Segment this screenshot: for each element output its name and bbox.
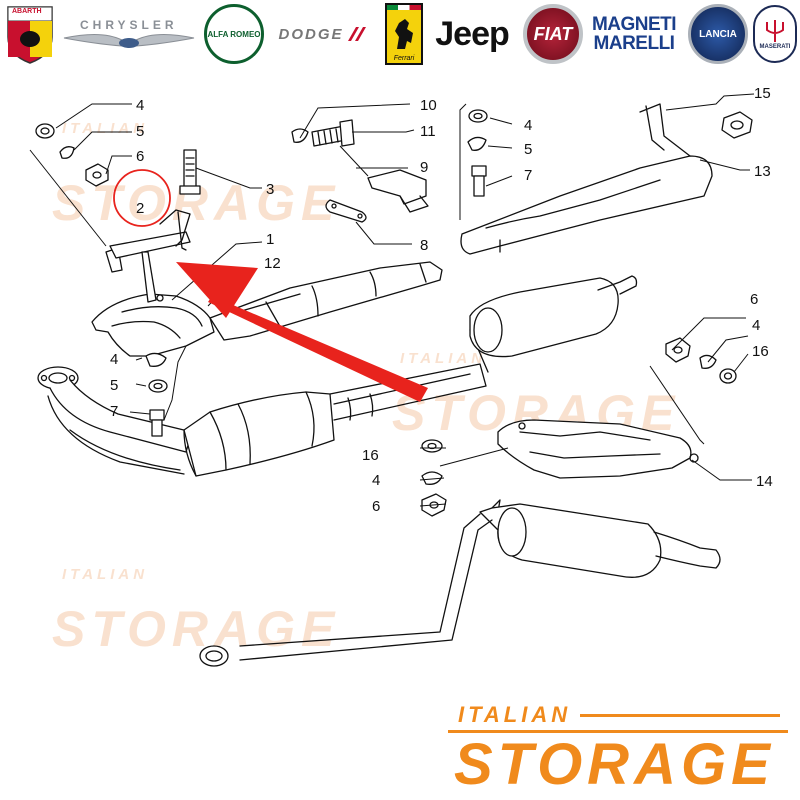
stud-bolt-part (179, 149, 201, 195)
alfa-romeo-badge: ALFA ROMEO (204, 4, 264, 64)
magneti-marelli-logo: MAGNETI MARELLI (588, 2, 680, 66)
callout-4-c: 4 (752, 317, 760, 334)
callout-9: 9 (420, 159, 428, 176)
dodge-stripes-icon (347, 27, 366, 41)
maserati-badge: MASERATI (753, 5, 797, 63)
callout-16-a: 16 (752, 343, 769, 360)
callout-6-c: 6 (372, 498, 380, 515)
fiat-text: FIAT (533, 23, 573, 44)
lancia-badge: LANCIA (688, 4, 748, 64)
italian-storage-logo: ITALIAN STORAGE (448, 700, 788, 796)
ferrari-text: Ferrari (393, 55, 415, 62)
callout-3: 3 (266, 181, 274, 198)
logo-italian-text: ITALIAN (458, 702, 572, 727)
callout-10: 10 (420, 97, 437, 114)
callout-14: 14 (756, 473, 773, 490)
logo-storage-text: STORAGE (454, 732, 775, 797)
fiat-logo: FIAT (522, 2, 584, 66)
callout-4-d: 4 (110, 351, 118, 368)
center-pipe-part (333, 329, 489, 421)
clamp-plate-part (325, 199, 367, 223)
highlight-circle (113, 169, 171, 227)
chrysler-wings-icon (63, 34, 195, 48)
alfa-romeo-logo: ALFA ROMEO (202, 2, 266, 66)
callout-6-b: 6 (750, 291, 758, 308)
brand-logo-bar: ABARTH CHRYSLER ALFA ROMEO DODGE Ferrari… (0, 0, 800, 72)
highlight-arrow (176, 262, 428, 402)
callout-16-b: 16 (362, 447, 379, 464)
abarth-text: ABARTH (12, 8, 42, 15)
ferrari-logo: Ferrari (384, 2, 424, 66)
callout-4-b: 4 (524, 117, 532, 134)
callout-8: 8 (420, 237, 428, 254)
mounting-bracket-part (105, 209, 191, 303)
hex-bolt-part (311, 119, 355, 147)
support-bracket-part (367, 169, 429, 213)
chrysler-logo: CHRYSLER (62, 2, 196, 66)
logo-mid-line (448, 730, 788, 733)
lancia-text: LANCIA (699, 28, 737, 40)
maserati-logo: MASERATI (752, 2, 798, 66)
dodge-text: DODGE (278, 25, 344, 43)
callout-4-a: 4 (136, 97, 144, 114)
magneti-text: MAGNETI (591, 14, 677, 35)
callout-5-b: 5 (524, 141, 532, 158)
center-muffler-part (469, 275, 638, 358)
highlight-callout (113, 169, 428, 402)
callout-2: 2 (136, 200, 144, 217)
callout-1: 1 (266, 231, 274, 248)
ferrari-flag-stripe (387, 5, 421, 10)
maserati-text: MASERATI (759, 44, 791, 50)
logo-top-line (580, 714, 780, 717)
prancing-horse-icon (395, 19, 413, 49)
dodge-logo: DODGE (270, 2, 374, 66)
trident-icon (766, 20, 784, 42)
callout-5-c: 5 (110, 377, 118, 394)
callout-6-a: 6 (136, 148, 144, 165)
callout-11: 11 (420, 123, 436, 140)
leader-lines (29, 93, 755, 507)
alfa-romeo-text: ALFA ROMEO (207, 29, 261, 39)
callout-5-a: 5 (136, 123, 144, 140)
upper-heat-shield-part (460, 103, 713, 255)
rear-heat-shield-part (497, 419, 699, 479)
lancia-logo: LANCIA (686, 2, 750, 66)
callout-4-e: 4 (372, 472, 380, 489)
callout-15: 15 (754, 85, 771, 102)
callout-numbers: 4 5 6 2 3 1 12 10 11 9 8 4 5 7 15 13 6 4… (110, 85, 773, 515)
jeep-text: Jeep (435, 14, 509, 53)
abarth-logo: ABARTH (2, 2, 58, 66)
callout-7-a: 7 (524, 167, 532, 184)
abarth-shield-icon (7, 6, 53, 64)
fiat-badge: FIAT (523, 4, 583, 64)
jeep-logo: Jeep (428, 2, 516, 66)
callout-12: 12 (264, 255, 281, 272)
callout-7-b: 7 (110, 403, 118, 420)
marelli-text: MARELLI (593, 33, 675, 54)
front-heat-shield-part (91, 293, 215, 357)
callout-13: 13 (754, 163, 771, 180)
rear-muffler-part (199, 499, 721, 667)
chrysler-text: CHRYSLER (80, 18, 178, 32)
ferrari-shield: Ferrari (385, 3, 423, 65)
